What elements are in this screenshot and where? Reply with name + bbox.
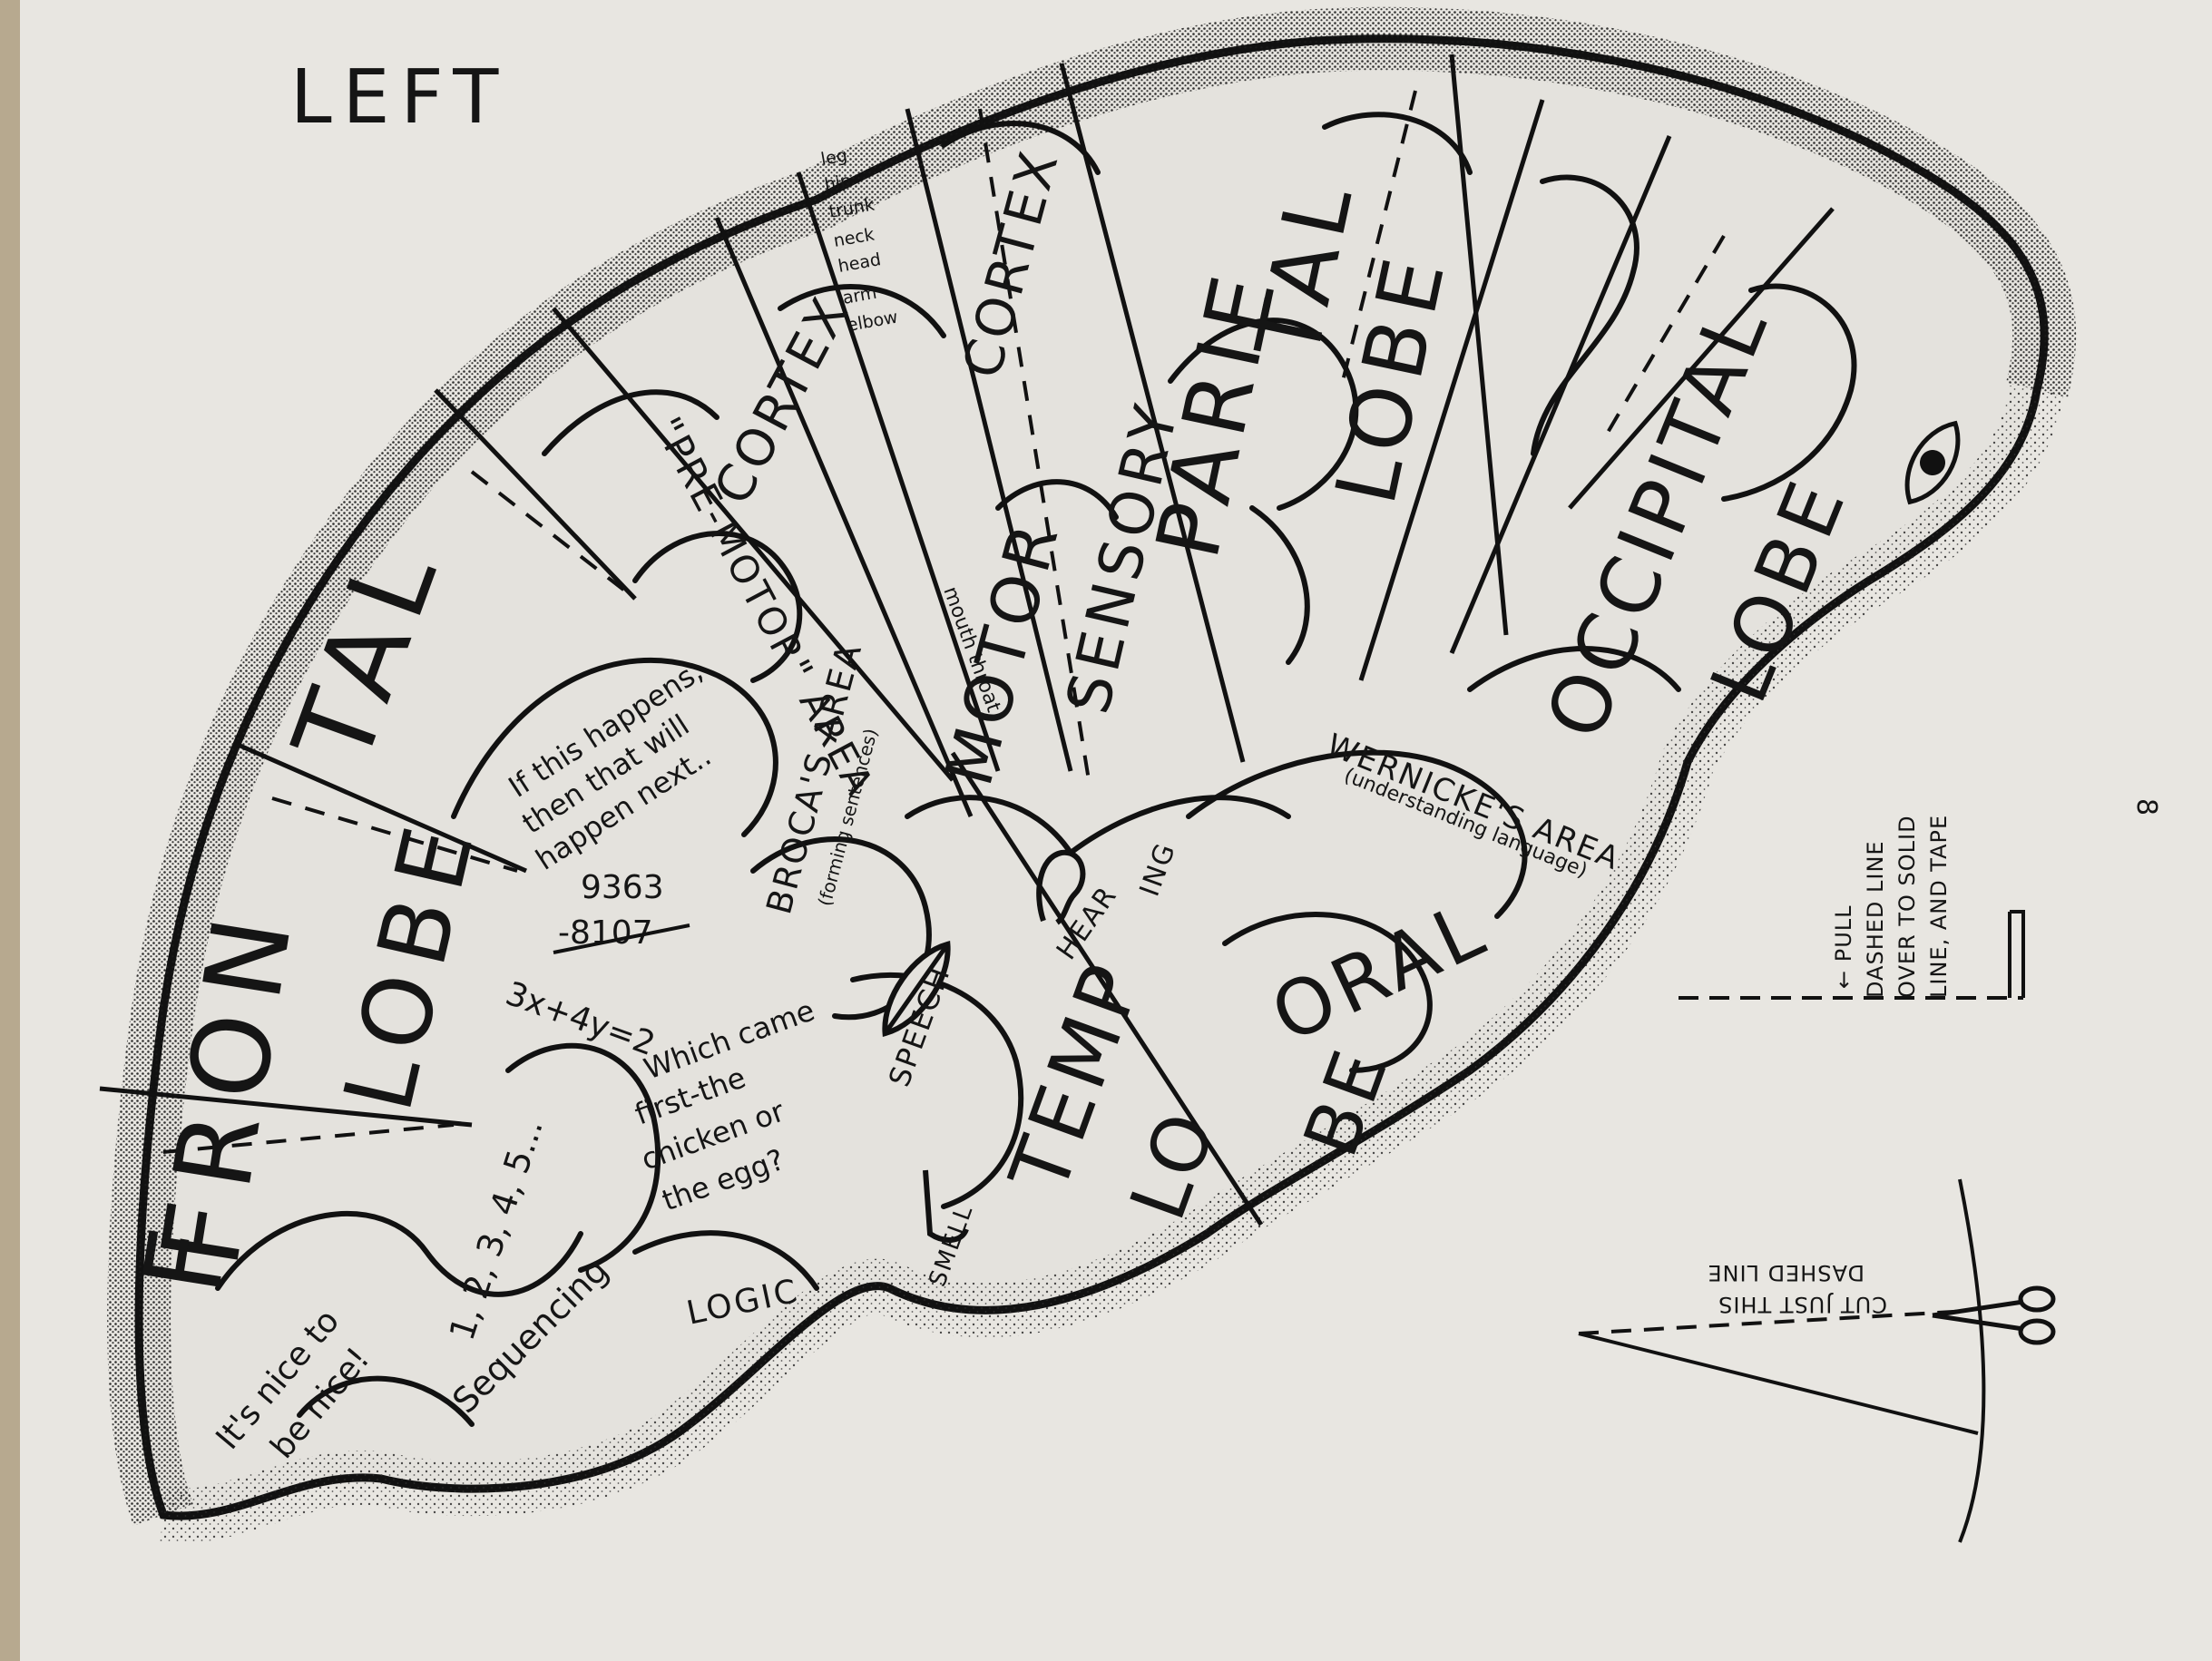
eye-icon (1904, 420, 1961, 505)
instruction-line: OVER TO SOLID (1894, 815, 1920, 998)
math-bottom: -8107 (558, 914, 653, 952)
lips-icon (882, 941, 951, 1037)
instruction-line: CUT JUST THIS (1718, 1292, 1887, 1317)
side-label: LEFT (290, 54, 509, 141)
dashed-fold-lines (162, 90, 1726, 1154)
body-part: leg (819, 145, 848, 170)
page-number: 8 (2130, 798, 2162, 816)
page-edge (0, 0, 20, 1661)
region-boundaries (99, 54, 1835, 1226)
instruction-line: ← PULL (1831, 904, 1856, 989)
body-part: hip (823, 171, 853, 195)
scissors-icon (1932, 1285, 2056, 1345)
brain-folds (215, 112, 1857, 1427)
ear-icon (1036, 849, 1086, 925)
cut-instruction: CUT JUST THIS DASHED LINE (1578, 1178, 1986, 1543)
instruction-line: DASHED LINE (1707, 1260, 1865, 1285)
outline-shading (107, 6, 2077, 1526)
math-top: 9363 (581, 869, 664, 906)
tape-instruction: ← PULL DASHED LINE OVER TO SOLID LINE, A… (1679, 815, 2025, 1000)
instruction-line: DASHED LINE (1863, 840, 1888, 998)
instruction-line: LINE, AND TAPE (1926, 815, 1952, 998)
math-underline (553, 923, 690, 954)
nose-icon (923, 1169, 969, 1243)
outline-shading-lower (160, 385, 2064, 1544)
